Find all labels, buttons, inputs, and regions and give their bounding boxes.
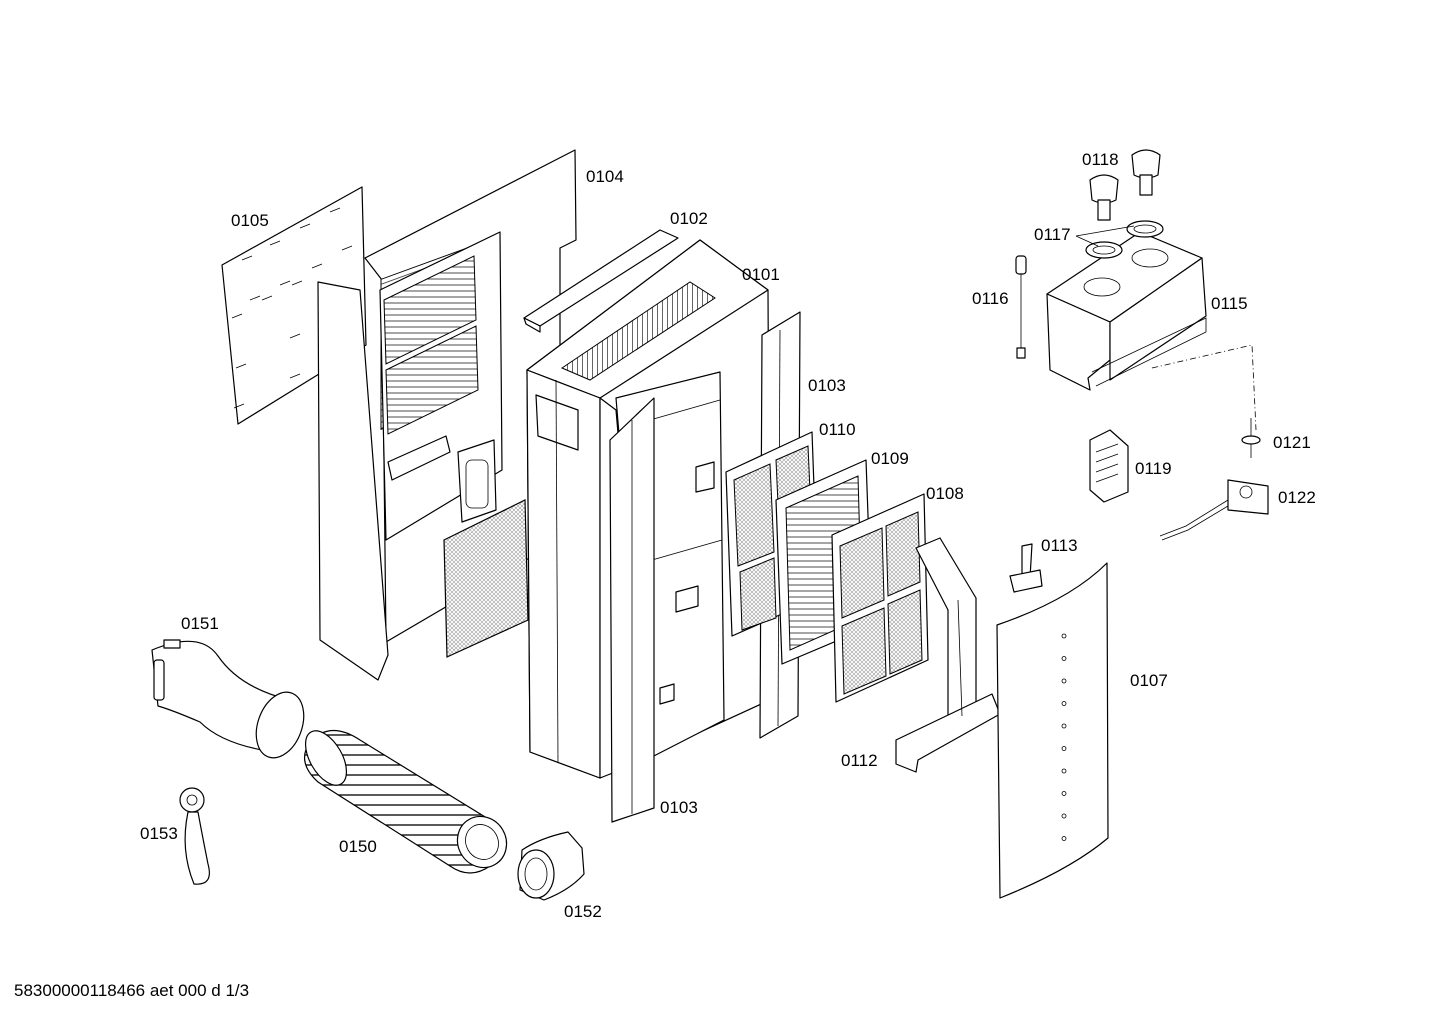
label-0103-side: 0103 <box>808 376 846 395</box>
cover-indicator-dots <box>1061 633 1067 841</box>
part-0122-connector <box>1159 479 1269 541</box>
cover-dot <box>1061 768 1067 774</box>
label-0116: 0116 <box>972 289 1009 308</box>
label-0150: 0150 <box>339 837 377 856</box>
part-0153-clamp <box>179 787 210 885</box>
label-0151: 0151 <box>181 614 219 633</box>
part-0103-front-door <box>609 397 655 823</box>
label-0121: 0121 <box>1273 433 1311 452</box>
part-0119-terminal-block <box>1089 429 1129 503</box>
cover-dot <box>1061 633 1067 639</box>
cover-dot <box>1061 836 1067 841</box>
label-0102: 0102 <box>670 209 708 228</box>
part-0151-elbow-duct <box>151 639 305 759</box>
part-0113-lever <box>1009 543 1043 593</box>
label-0107: 0107 <box>1130 671 1168 690</box>
part-0121-pin <box>1241 418 1261 458</box>
cover-dot <box>1061 746 1067 751</box>
label-0105: 0105 <box>231 211 269 230</box>
part-rear-mesh-filter <box>443 499 529 658</box>
part-0118-knobs <box>1089 149 1161 221</box>
label-0113: 0113 <box>1041 536 1078 555</box>
document-id-footer: 58300000118466 aet 000 d 1/3 <box>14 981 250 1000</box>
part-0108-filter <box>831 493 929 703</box>
part-0115-control-box <box>1046 231 1207 391</box>
label-0122: 0122 <box>1278 488 1316 507</box>
part-0112-bracket <box>895 537 1001 773</box>
part-labels: 0104 0105 0102 0101 0103 0110 0109 0108 … <box>140 150 1316 921</box>
label-0104: 0104 <box>586 167 624 186</box>
part-0107-front-cover <box>996 562 1109 899</box>
part-0116-sensor <box>1015 255 1027 359</box>
part-0117-rings <box>1075 220 1164 259</box>
label-0108: 0108 <box>926 484 964 503</box>
label-0118: 0118 <box>1082 150 1119 169</box>
label-0103-front: 0103 <box>660 798 698 817</box>
label-0152: 0152 <box>564 902 602 921</box>
label-0110: 0110 <box>819 420 856 439</box>
label-0112: 0112 <box>841 751 878 770</box>
cover-dot <box>1061 678 1067 684</box>
cover-dot <box>1061 656 1067 661</box>
cover-dot <box>1061 701 1067 706</box>
label-0153: 0153 <box>140 824 178 843</box>
cover-dot <box>1061 791 1067 796</box>
label-0119: 0119 <box>1135 459 1172 478</box>
part-0150-flex-hose <box>303 729 508 874</box>
label-0109: 0109 <box>871 449 909 468</box>
part-0152-window-adapter <box>517 831 585 901</box>
reference-dash-line <box>1151 344 1257 431</box>
label-0101: 0101 <box>742 265 780 284</box>
cover-dot <box>1061 723 1067 729</box>
label-0117: 0117 <box>1034 225 1071 244</box>
label-0115: 0115 <box>1211 294 1248 313</box>
cover-dot <box>1061 813 1067 819</box>
part-0102-top-strip <box>523 229 679 333</box>
